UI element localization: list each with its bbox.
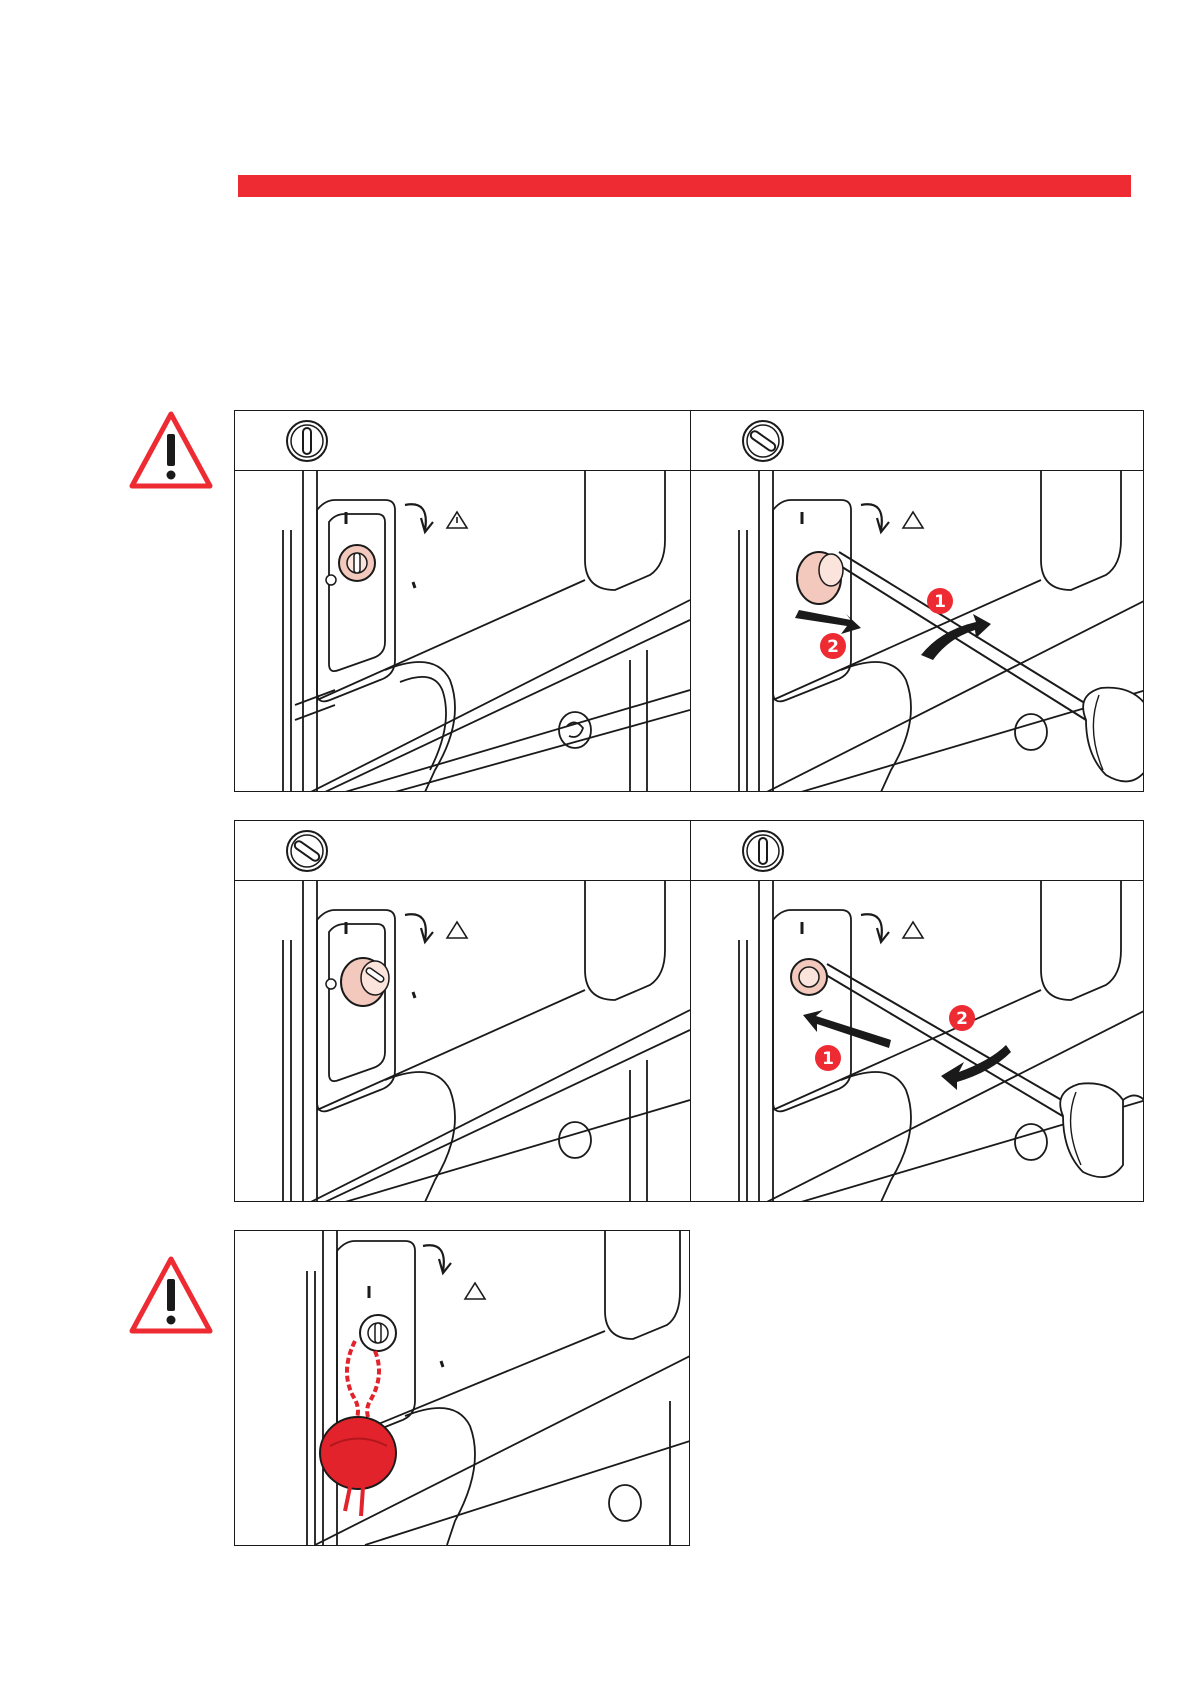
- mechanism-illustration: [235, 1231, 690, 1545]
- mechanism-illustration: 1 2: [691, 880, 1144, 1201]
- callout-2: 2: [827, 637, 839, 657]
- position-indicator: [235, 821, 690, 881]
- step-sealed: [235, 1231, 690, 1545]
- warning-triangle-icon: [128, 1255, 214, 1335]
- callout-1: 1: [822, 1049, 834, 1069]
- section-header-bar: [238, 175, 1131, 197]
- step-panel-row-1: 1 2: [234, 410, 1144, 792]
- mechanism-illustration: [235, 880, 690, 1201]
- position-indicator: [691, 411, 1144, 471]
- step-panel-row-2: 1 2: [234, 820, 1144, 1202]
- step-unlocked: [235, 821, 690, 1201]
- mechanism-illustration: 1 2: [691, 470, 1144, 791]
- slot-vertical-icon: [235, 411, 355, 470]
- lead-seal-icon: [320, 1341, 396, 1516]
- mechanism-illustration: [235, 470, 690, 791]
- callout-1: 1: [934, 592, 946, 612]
- warning-triangle-icon: [128, 410, 214, 490]
- step-unlocking: 1 2: [690, 411, 1144, 791]
- slot-vertical-icon: [691, 821, 811, 880]
- slot-diagonal-icon: [235, 821, 355, 880]
- position-indicator: [235, 411, 690, 471]
- step-locking: 1 2: [690, 821, 1144, 1201]
- callout-2: 2: [956, 1009, 968, 1029]
- position-indicator: [691, 821, 1144, 881]
- step-panel-row-3: [234, 1230, 690, 1546]
- slot-diagonal-icon: [691, 411, 811, 470]
- step-locked: [235, 411, 690, 791]
